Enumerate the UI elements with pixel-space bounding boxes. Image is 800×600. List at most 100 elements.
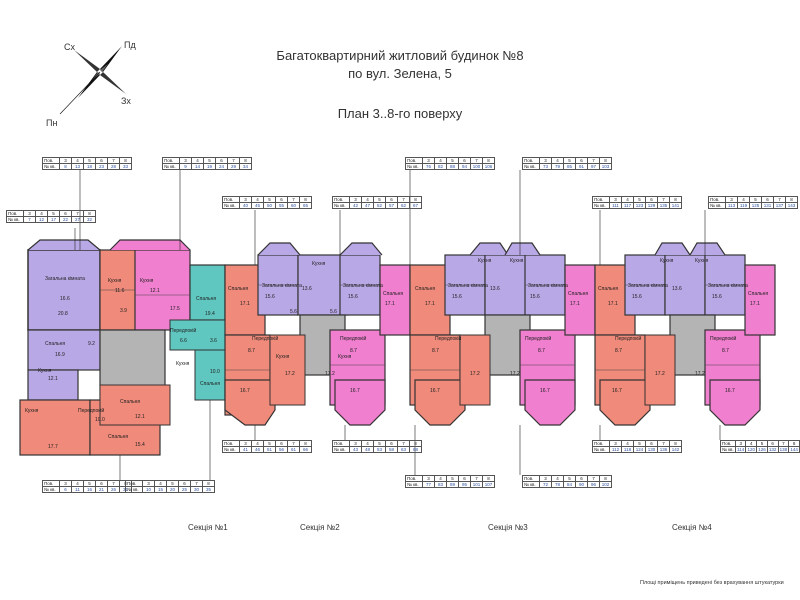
label-hall-s2b: Передпокій — [340, 335, 367, 342]
area-label: 15.6 — [452, 294, 462, 300]
apartment-number-cell: 45 — [251, 202, 264, 209]
apt-header: № кв. — [405, 481, 423, 488]
apartment-number-cell: 67 — [409, 202, 422, 209]
label-kitchen-s1w: Кухня — [38, 368, 52, 374]
apartment-number-cell: 137 — [773, 202, 786, 209]
label-hall-s3a: Передпокій — [435, 335, 462, 342]
area-label: 17.1 — [608, 301, 618, 307]
apt-header: № кв. — [522, 163, 540, 170]
room-s1-bedroom-w — [27, 329, 101, 371]
area-label: 17.1 — [385, 301, 395, 307]
label-living-s3a: Загальна кімната — [448, 283, 488, 289]
area-label: 15.4 — [135, 442, 145, 448]
apartment-number-cell: 77 — [422, 481, 435, 488]
apartment-number-cell: 126 — [756, 446, 768, 453]
label-kitchen-s4b: Кухня — [695, 258, 709, 264]
label-hall-s1s: Передпокій — [78, 407, 105, 414]
label-bedroom-s1s: Спальня — [108, 434, 128, 440]
apartment-number-cell: 65 — [299, 202, 312, 209]
apartment-number-cell: 57 — [385, 202, 398, 209]
footnote: Площі приміщень приведені без врахування… — [640, 580, 784, 586]
apartment-number-cell: 124 — [633, 446, 646, 453]
area-label: 15.6 — [530, 294, 540, 300]
apt-header: № кв. — [522, 481, 540, 488]
room-s1-bedroom-e — [194, 349, 226, 401]
apartment-number-cell: 138 — [777, 446, 790, 453]
apartment-number-cell: 30 — [190, 486, 203, 493]
compass-east-label: Сх — [64, 42, 75, 52]
apartment-number-cell: 123 — [633, 202, 646, 209]
area-label: 17.2 — [470, 371, 480, 377]
area-label: 12.1 — [135, 414, 145, 420]
area-label: 6.6 — [180, 338, 187, 344]
apartment-number-cell: 95 — [458, 481, 471, 488]
label-bedroom-s1w: Спальня — [45, 341, 65, 347]
apartment-number-cell: 41 — [239, 446, 252, 453]
area-label: 15.6 — [632, 294, 642, 300]
apartment-number-cell: 24 — [215, 163, 228, 170]
apartment-number-cell: 8 — [59, 163, 72, 170]
apartment-number-cell: 73 — [539, 163, 552, 170]
area-label: 13.6 — [490, 286, 500, 292]
area-label: 9.2 — [88, 341, 95, 347]
section-1-plan — [19, 239, 226, 456]
area-label: 11.6 — [115, 288, 125, 294]
apartment-number-cell: 106 — [482, 163, 495, 170]
apartment-number-cell: 132 — [766, 446, 779, 453]
apartment-number-cell: 111 — [609, 202, 622, 209]
apartment-number-cell: 89 — [446, 481, 459, 488]
apartment-number-cell: 72 — [539, 481, 552, 488]
apartment-number-cell: 40 — [239, 202, 252, 209]
apartment-number-cell: 43 — [349, 446, 362, 453]
label-bedroom-s3e: Спальня — [568, 291, 588, 297]
section-1-label: Секція №1 — [188, 523, 228, 532]
room-s1-bedroom-c — [99, 384, 171, 426]
apartment-number-cell: 56 — [275, 446, 288, 453]
building-address: по вул. Зелена, 5 — [348, 66, 452, 81]
label-bedroom-s4e: Спальня — [748, 291, 768, 297]
area-label: 16.7 — [540, 388, 550, 394]
apartment-number-cell: 119 — [737, 202, 750, 209]
label-kitchen-s2s2: Кухня — [338, 354, 352, 360]
apartment-number-cell: 22 — [59, 216, 72, 223]
apartment-number-cell: 60 — [287, 202, 300, 209]
apartment-number-cell: 143 — [785, 202, 798, 209]
section-4-label: Секція №4 — [672, 523, 712, 532]
label-bedroom-s4w: Спальня — [598, 286, 618, 292]
label-kitchen-s1s: Кухня — [25, 408, 39, 414]
section-3-label: Секція №3 — [488, 523, 528, 532]
area-label: 19.4 — [205, 311, 215, 317]
label-kitchen-s2: Кухня — [312, 261, 326, 267]
apartment-number-cell: 66 — [299, 446, 312, 453]
label-kitchen-s1e: Кухня — [176, 361, 190, 367]
room-areas: 16.6 20.8 16.9 12.1 17.7 15.4 12.1 10.0 … — [48, 286, 760, 450]
apartment-number-cell: 34 — [239, 163, 252, 170]
area-label: 12.1 — [48, 376, 58, 382]
section-2-label: Секція №2 — [300, 523, 340, 532]
apartment-number-cell: 20 — [166, 486, 179, 493]
apartment-number-cell: 136 — [657, 446, 670, 453]
apt-header: № кв. — [592, 202, 610, 209]
apartment-number-cell: 14 — [191, 163, 204, 170]
label-kitchen-s4a: Кухня — [660, 258, 674, 264]
compass-north-label: Пн — [46, 118, 58, 128]
apartment-number-cell: 21 — [95, 486, 108, 493]
label-bedroom-s3w: Спальня — [415, 286, 435, 292]
area-label: 10.0 — [210, 369, 220, 375]
apartment-number-cell: 118 — [621, 446, 634, 453]
apartment-number-cell: 26 — [107, 486, 120, 493]
apartment-number-cell: 114 — [734, 446, 747, 453]
apartment-number-cell: 13 — [71, 163, 84, 170]
area-label: 8.7 — [615, 348, 622, 354]
apartment-number-cell: 61 — [287, 446, 300, 453]
area-label: 20.8 — [58, 311, 68, 317]
apt-header: № кв. — [592, 446, 610, 453]
label-kitchen-s2s: Кухня — [276, 354, 290, 360]
